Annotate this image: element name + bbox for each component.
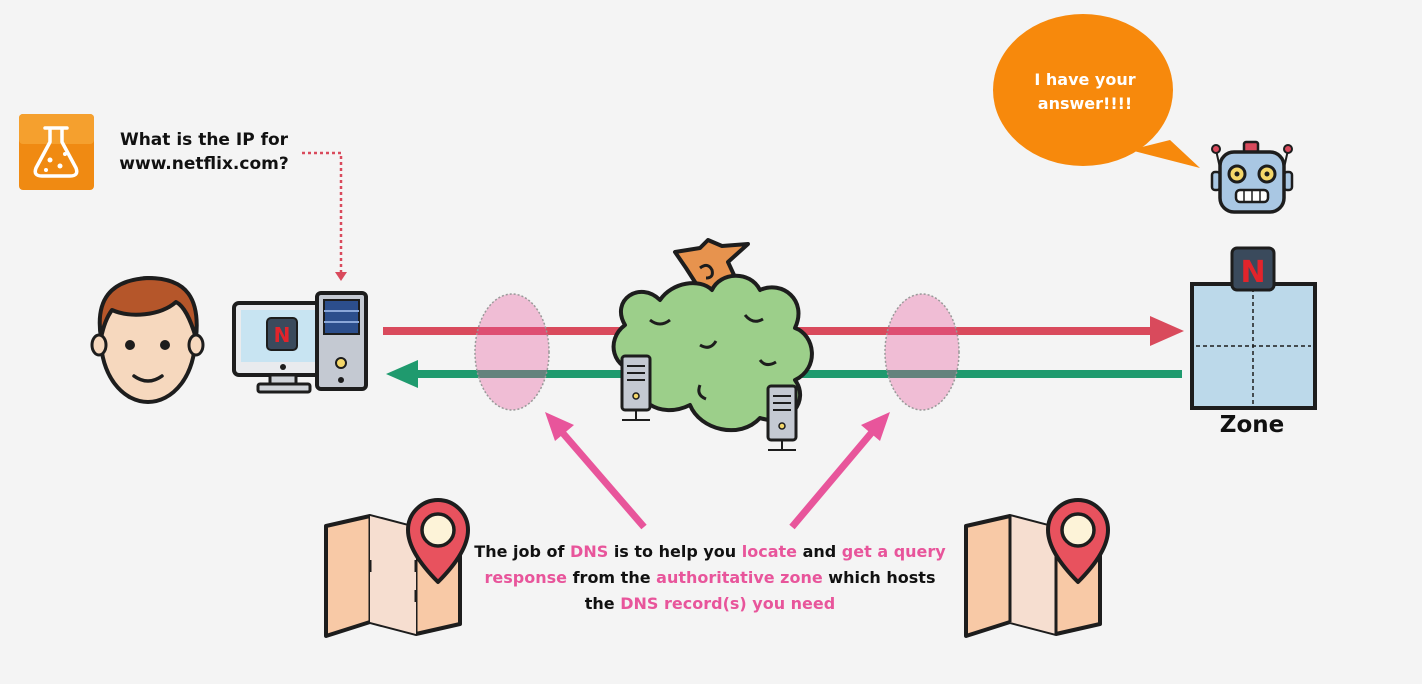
- caption-part: which hosts the: [584, 568, 936, 613]
- map-pin-icon: [964, 498, 1110, 638]
- caption-highlight: DNS record(s) you need: [620, 594, 836, 613]
- speech-line-1: I have your: [1034, 70, 1136, 89]
- question-line-2: www.netflix.com?: [119, 154, 289, 174]
- speech-bubble-text: I have your answer!!!!: [1010, 68, 1160, 116]
- dns-server-icon: [620, 354, 652, 421]
- dns-question-text: What is the IP for www.netflix.com?: [104, 128, 304, 176]
- dns-caption: The job of DNS is to help you locate and…: [470, 539, 950, 617]
- question-connector: [302, 151, 343, 276]
- caption-highlight: authoritative zone: [656, 568, 823, 587]
- speech-line-2: answer!!!!: [1037, 94, 1133, 113]
- netflix-icon: N: [1240, 255, 1265, 290]
- person-avatar-icon: [90, 276, 205, 404]
- zone-label: Zone: [1219, 412, 1285, 438]
- map-pin-icon: [324, 498, 470, 638]
- lens-right: [884, 293, 960, 411]
- desktop-computer-icon: N: [232, 291, 368, 394]
- speech-bubble: [993, 14, 1200, 168]
- dns-server-icon: [766, 384, 798, 451]
- robot-icon: [1210, 140, 1294, 214]
- lab-flask-icon: [19, 114, 94, 190]
- caption-highlight: get a query response: [484, 542, 946, 587]
- netflix-icon: N: [274, 323, 291, 347]
- question-line-1: What is the IP for: [119, 130, 289, 150]
- caption-part: The job of: [474, 542, 571, 561]
- lens-left: [474, 293, 550, 411]
- pointer-arrow-left: [558, 428, 647, 530]
- dns-tree-cloud: [611, 238, 814, 433]
- caption-highlight: locate: [741, 542, 798, 561]
- caption-part: is to help you: [608, 542, 742, 561]
- zone-box: N: [1190, 246, 1317, 410]
- pointer-arrow-right: [789, 428, 876, 530]
- caption-highlight: DNS: [570, 542, 609, 561]
- caption-part: and: [797, 542, 842, 561]
- caption-part: from the: [567, 568, 657, 587]
